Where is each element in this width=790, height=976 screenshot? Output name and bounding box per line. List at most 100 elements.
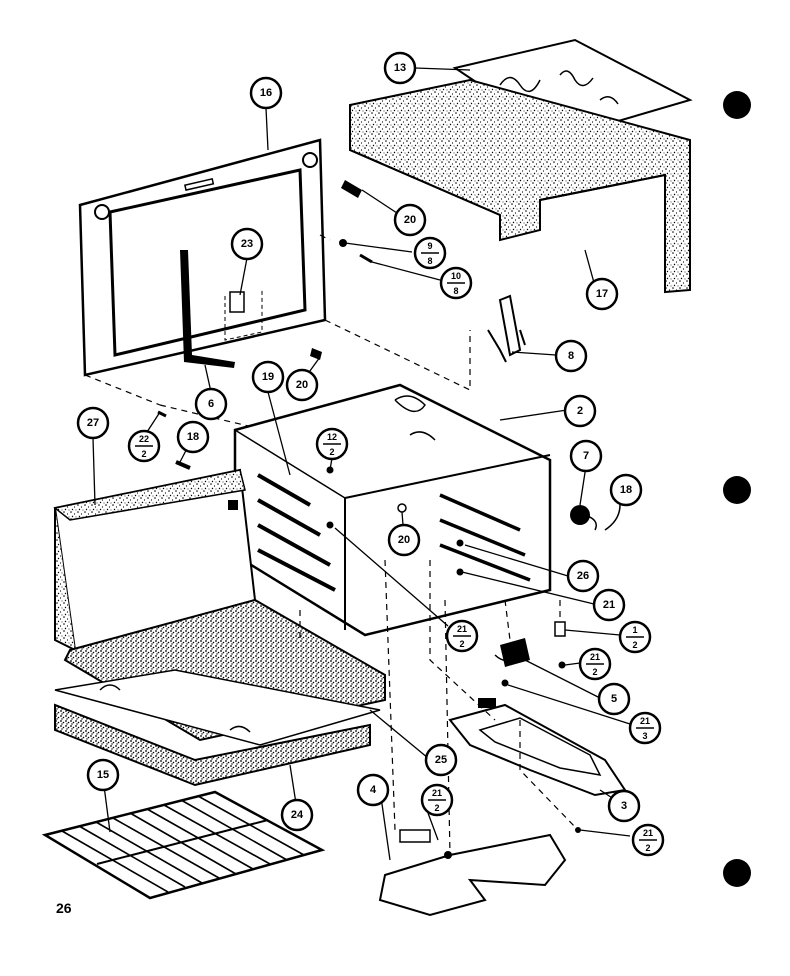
callout-21: 21 [592, 588, 626, 622]
callout-22-2: 22 2 [127, 429, 161, 463]
callout-20-screw: 20 [285, 368, 319, 402]
svg-text:6: 6 [208, 398, 214, 410]
assembly-guide-lines-lower [299, 559, 579, 856]
callout-24: 24 [280, 798, 314, 832]
svg-text:2: 2 [592, 667, 597, 677]
page-number: 26 [56, 900, 72, 916]
part-17-cabinet-wrapper [349, 78, 691, 294]
svg-text:1: 1 [632, 625, 637, 635]
svg-text:8: 8 [453, 286, 458, 296]
svg-text:24: 24 [291, 809, 304, 821]
callout-18-left: 18 [176, 420, 210, 454]
callout-7: 7 [569, 439, 603, 473]
callout-5: 5 [597, 682, 631, 716]
callout-19: 19 [251, 360, 285, 394]
callout-21-2-far-right: 21 2 [631, 823, 665, 857]
callout-4: 4 [356, 773, 390, 807]
svg-text:16: 16 [260, 87, 272, 99]
callout-18-right: 18 [609, 473, 643, 507]
svg-text:3: 3 [621, 800, 627, 812]
svg-text:12: 12 [327, 432, 337, 442]
callout-27: 27 [76, 406, 110, 440]
svg-text:2: 2 [459, 639, 464, 649]
svg-text:21: 21 [590, 652, 600, 662]
binder-holes [723, 91, 751, 887]
svg-text:27: 27 [87, 417, 99, 429]
svg-text:18: 18 [620, 484, 632, 496]
callout-3: 3 [607, 789, 641, 823]
part-25-insulation-pad [54, 669, 381, 746]
part-20-screw-lower [310, 348, 322, 360]
svg-text:20: 20 [296, 379, 308, 391]
callout-9-8: 9 8 [413, 236, 447, 270]
svg-text:25: 25 [435, 754, 447, 766]
part-24-bottom-insulation [54, 703, 371, 787]
part-2-oven-liner [233, 383, 552, 637]
part-4-bottom-pan [378, 829, 567, 917]
svg-text:8: 8 [427, 256, 432, 266]
svg-text:3: 3 [642, 731, 647, 741]
svg-text:26: 26 [577, 570, 589, 582]
part-7-light-socket [570, 505, 597, 531]
callout-21-2-right: 21 2 [578, 647, 612, 681]
svg-text:7: 7 [583, 450, 589, 462]
callout-20-liner: 20 [387, 523, 421, 557]
parts-9-10-fasteners [339, 239, 373, 264]
callout-20-hinge: 20 [393, 203, 427, 237]
svg-text:21: 21 [457, 624, 467, 634]
svg-text:21: 21 [432, 788, 442, 798]
svg-text:4: 4 [370, 784, 377, 796]
svg-text:10: 10 [451, 271, 461, 281]
callout-25: 25 [424, 743, 458, 777]
part-15-oven-rack [41, 790, 326, 900]
svg-text:2: 2 [645, 843, 650, 853]
svg-text:22: 22 [139, 434, 149, 444]
callout-16: 16 [249, 76, 283, 110]
svg-text:2: 2 [434, 803, 439, 813]
svg-text:9: 9 [427, 241, 432, 251]
svg-text:2: 2 [632, 640, 637, 650]
svg-text:15: 15 [97, 769, 109, 781]
callout-21-2-center: 21 2 [445, 619, 479, 653]
callout-10-8: 10 8 [439, 266, 473, 300]
svg-text:21: 21 [603, 599, 615, 611]
callout-8: 8 [554, 339, 588, 373]
part-20-hinge-pin-upper [341, 180, 362, 198]
callout-23: 23 [230, 227, 264, 261]
part-5-light-housing [494, 638, 530, 667]
callout-21-3: 21 3 [628, 711, 662, 745]
svg-text:2: 2 [329, 447, 334, 457]
svg-text:21: 21 [640, 716, 650, 726]
svg-text:2: 2 [141, 449, 146, 459]
svg-text:20: 20 [404, 214, 416, 226]
svg-text:5: 5 [611, 693, 617, 705]
svg-text:20: 20 [398, 534, 410, 546]
svg-text:21: 21 [643, 828, 653, 838]
svg-text:2: 2 [577, 405, 583, 417]
callout-1-2: 1 2 [618, 620, 652, 654]
svg-text:23: 23 [241, 238, 253, 250]
callout-15: 15 [86, 758, 120, 792]
svg-text:18: 18 [187, 431, 199, 443]
callout-12-2: 12 2 [315, 427, 349, 461]
part-6-gasket [180, 250, 235, 368]
callout-2: 2 [563, 394, 597, 428]
svg-text:17: 17 [596, 288, 608, 300]
part-3-bake-element [448, 698, 627, 797]
part-16-door-frame [78, 138, 327, 377]
svg-text:13: 13 [394, 62, 406, 74]
part-8-bracket [487, 294, 526, 363]
callout-13: 13 [383, 51, 417, 85]
callout-17: 17 [585, 277, 619, 311]
part-23-latch-bracket [224, 290, 263, 341]
binder-hole-top [723, 91, 751, 119]
callout-26: 26 [566, 559, 600, 593]
callout-6: 6 [194, 387, 228, 421]
binder-hole-bottom [723, 859, 751, 887]
binder-hole-middle [723, 476, 751, 504]
callout-21-2-bottom: 21 2 [420, 783, 454, 817]
svg-text:8: 8 [568, 350, 574, 362]
svg-text:19: 19 [262, 371, 274, 383]
